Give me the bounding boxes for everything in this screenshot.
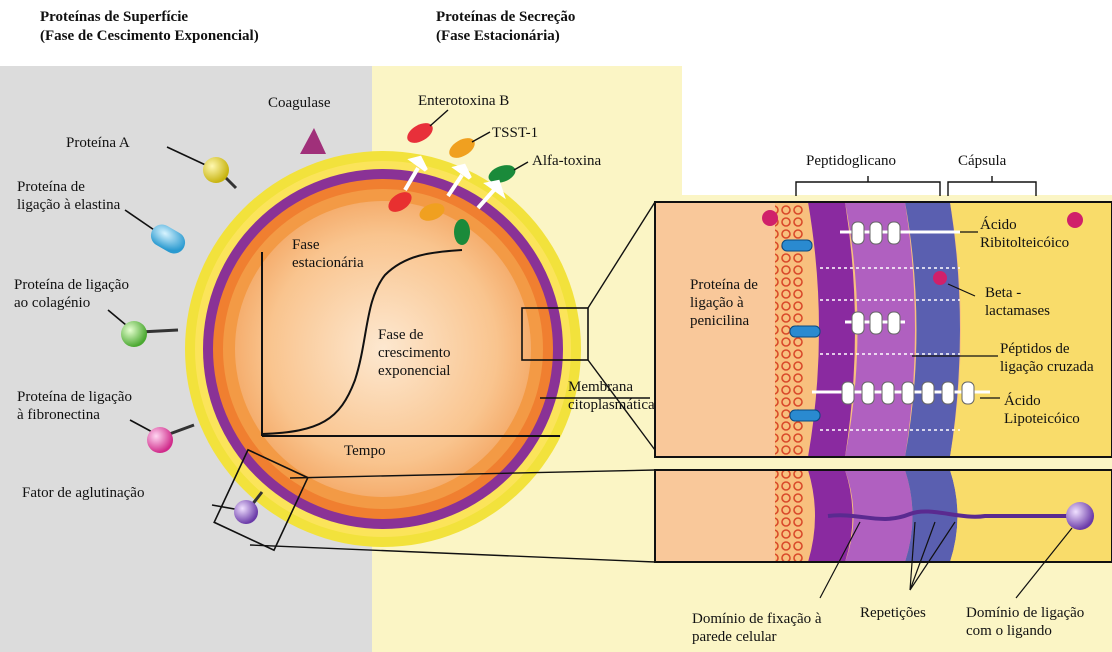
membrane-label: Membrana citoplasmática — [568, 378, 655, 414]
anchor-line1: Domínio de fixação à — [692, 610, 822, 628]
anchor-detail-panel — [655, 470, 1112, 562]
lipoteichoic-label: Ácido Lipoteicóico — [1004, 392, 1080, 428]
anchor-domain-label: Domínio de fixação à parede celular — [692, 610, 822, 646]
crosslink-line1: Péptidos de — [1000, 340, 1094, 358]
crosslink-label: Péptidos de ligação cruzada — [1000, 340, 1094, 376]
lipo-line2: Lipoteicóico — [1004, 410, 1080, 428]
stationary-line2: estacionária — [292, 254, 364, 272]
coagulase-label: Coagulase — [268, 94, 330, 112]
elastin-line1: Proteína de — [17, 178, 120, 196]
beta-line1: Beta - — [985, 284, 1050, 302]
surface-header: Proteínas de Superfície (Fase de Cescime… — [40, 8, 259, 46]
pbp-line3: penicilina — [690, 312, 758, 330]
exponential-phase-label: Fase de crescimento exponencial — [378, 326, 450, 380]
surface-header-line2: (Fase de Cescimento Exponencial) — [40, 27, 259, 46]
tsst1-label: TSST-1 — [492, 124, 538, 142]
ribitol-teichoic-label: Ácido Ribitolteicóico — [980, 216, 1069, 252]
elastin-binding-label: Proteína de ligação à elastina — [17, 178, 120, 214]
x-axis-label: Tempo — [344, 442, 385, 460]
exponential-line2: crescimento — [378, 344, 450, 362]
ribitol-line1: Ácido — [980, 216, 1069, 234]
secretion-header: Proteínas de Secreção (Fase Estacionária… — [436, 8, 575, 46]
stationary-line1: Fase — [292, 236, 364, 254]
pbp-label: Proteína de ligação à penicilina — [690, 276, 758, 330]
enterotoxin-b-label: Enterotoxina B — [418, 92, 509, 110]
ribitol-line2: Ribitolteicóico — [980, 234, 1069, 252]
collagen-binding-label: Proteína de ligação ao colagénio — [14, 276, 129, 312]
alpha-toxin-label: Alfa-toxina — [532, 152, 601, 170]
membrane-line1: Membrana — [568, 378, 655, 396]
collagen-line2: ao colagénio — [14, 294, 129, 312]
surface-header-line1: Proteínas de Superfície — [40, 8, 259, 27]
fibronectin-line1: Proteína de ligação — [17, 388, 132, 406]
beta-lactamase-label: Beta - lactamases — [985, 284, 1050, 320]
peptidoglycan-bracket — [796, 176, 940, 196]
collagen-line1: Proteína de ligação — [14, 276, 129, 294]
secretion-header-line2: (Fase Estacionária) — [436, 27, 575, 46]
capsule-bracket — [948, 176, 1036, 196]
peptidoglycan-label: Peptidoglicano — [806, 152, 896, 170]
pbp-line2: ligação à — [690, 294, 758, 312]
protein-a-label: Proteína A — [66, 134, 130, 152]
pbp-line1: Proteína de — [690, 276, 758, 294]
repeats-label: Repetições — [860, 604, 926, 622]
stationary-phase-label: Fase estacionária — [292, 236, 364, 272]
exponential-line1: Fase de — [378, 326, 450, 344]
clumping-factor-label: Fator de aglutinação — [22, 484, 144, 502]
fibronectin-binding-label: Proteína de ligação à fibronectina — [17, 388, 132, 424]
exponential-line3: exponencial — [378, 362, 450, 380]
fibronectin-line2: à fibronectina — [17, 406, 132, 424]
binding-line1: Domínio de ligação — [966, 604, 1084, 622]
secretion-header-line1: Proteínas de Secreção — [436, 8, 575, 27]
binding-line2: com o ligando — [966, 622, 1084, 640]
anchor-line2: parede celular — [692, 628, 822, 646]
lipo-line1: Ácido — [1004, 392, 1080, 410]
capsule-label: Cápsula — [958, 152, 1006, 170]
binding-domain-label: Domínio de ligação com o ligando — [966, 604, 1084, 640]
beta-line2: lactamases — [985, 302, 1050, 320]
elastin-line2: ligação à elastina — [17, 196, 120, 214]
crosslink-line2: ligação cruzada — [1000, 358, 1094, 376]
membrane-line2: citoplasmática — [568, 396, 655, 414]
